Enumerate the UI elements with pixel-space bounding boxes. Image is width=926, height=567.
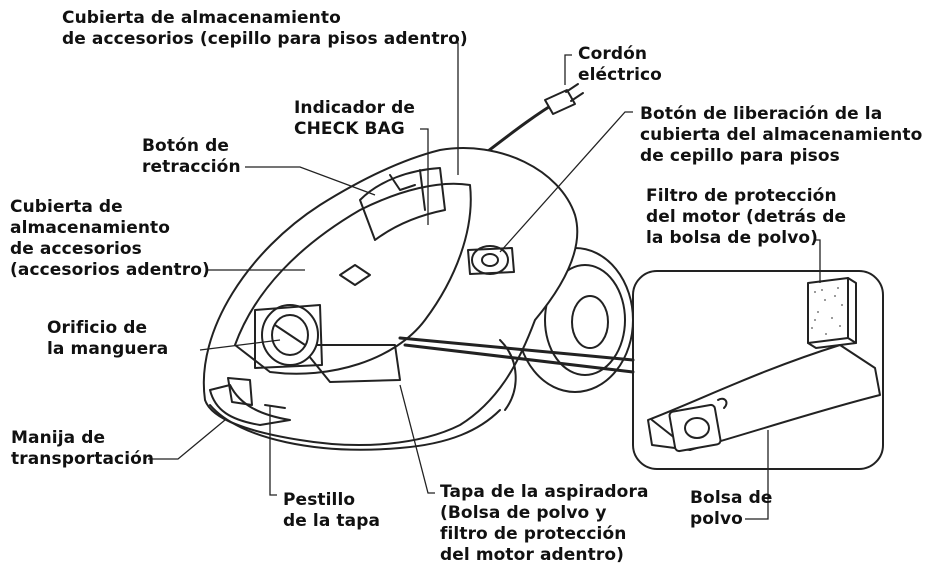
label-accessory-storage-cover: Cubierta de almacenamiento de accesorios… (10, 197, 210, 280)
label-power-cord: Cordón eléctrico (578, 44, 662, 85)
label-retraction-button: Botón de retracción (142, 136, 241, 177)
plug (544, 89, 576, 115)
leader-lines (148, 42, 821, 520)
label-dust-bag: Bolsa de polvo (690, 488, 773, 529)
dust-bag (647, 344, 881, 453)
label-carrying-handle: Manija de transportación (11, 428, 155, 469)
label-hose-inlet: Orificio de la manguera (47, 318, 169, 359)
label-lid-latch: Pestillo de la tapa (283, 490, 381, 531)
carrying-handle (209, 384, 291, 426)
vacuum-body (202, 147, 579, 446)
label-check-bag-indicator: Indicador de CHECK BAG (294, 98, 416, 139)
label-brush-storage-cover: Cubierta de almacenamiento de accesorios… (62, 8, 468, 49)
label-vacuum-lid: Tapa de la aspiradora (Bolsa de polvo y … (440, 482, 649, 565)
lid-panel (234, 182, 472, 375)
label-motor-filter: Filtro de protección del motor (detrás d… (646, 186, 847, 248)
label-brush-cover-release-button: Botón de liberación de la cubierta del a… (640, 104, 923, 166)
motor-filter (807, 277, 857, 349)
filter-texture (811, 287, 843, 335)
